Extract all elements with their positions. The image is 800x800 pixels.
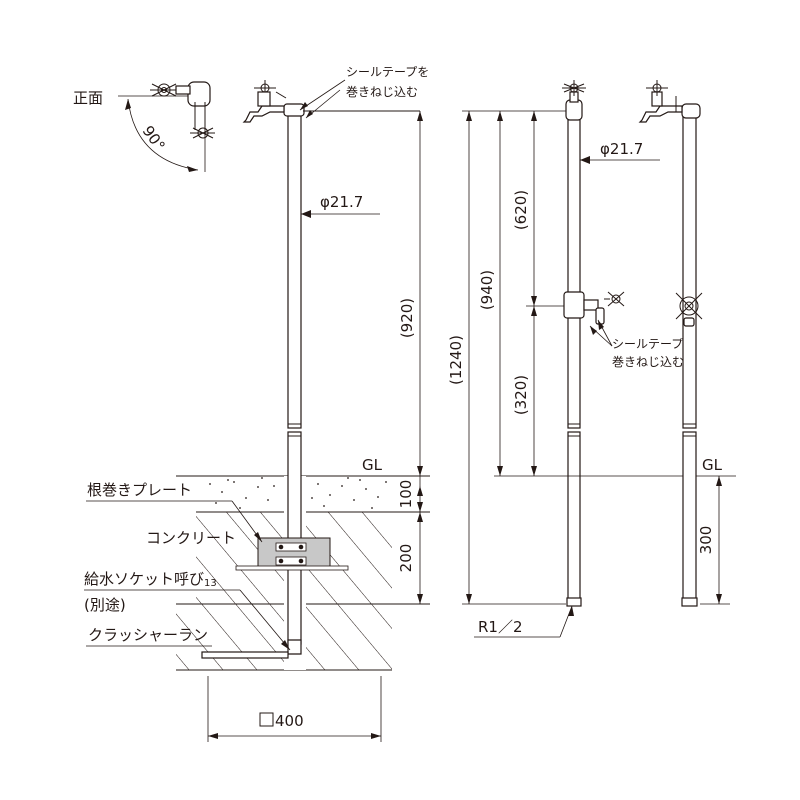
socket-label: 給水ソケット呼び13 <box>84 570 217 589</box>
dim-100: 100 <box>397 480 415 509</box>
faucet-icon <box>150 81 215 139</box>
dim-620: (620) <box>512 190 530 230</box>
left-elevation: シールテープを 巻きねじ込む φ21.7 (920) GL 100 200 根巻… <box>84 65 430 742</box>
right-elevation: GL 300 <box>638 80 730 607</box>
faucet-icon <box>638 80 701 123</box>
concrete-label: コンクリート <box>146 529 236 547</box>
angle-label: 90° <box>139 122 169 154</box>
pipe-diameter-left: φ21.7 <box>320 193 363 211</box>
plan-view: 90° 正面 <box>73 81 215 172</box>
gl-right: GL <box>702 456 723 474</box>
seal-tape-right-1: シールテープを <box>612 337 695 351</box>
faucet-icon <box>242 80 305 123</box>
root-plate-label: 根巻きプレート <box>87 481 192 499</box>
dim-920: (920) <box>398 298 416 338</box>
base-size: 400 <box>275 712 304 730</box>
dim-1240: (1240) <box>447 335 465 385</box>
socket-note: (別途) <box>84 596 126 614</box>
crusher-label: クラッシャーラン <box>88 626 208 644</box>
seal-tape-right-2: 巻きねじ込む <box>612 355 684 369</box>
faucet-icon <box>675 292 703 327</box>
seal-tape-label-2: 巻きねじ込む <box>346 85 418 99</box>
dim-300: 300 <box>697 526 715 555</box>
pipe-diameter-right: φ21.7 <box>600 140 643 158</box>
dim-320: (320) <box>512 375 530 415</box>
middle-elevation: φ21.7 シールテープを 巻きねじ込む (1240) (940) (620) … <box>447 80 736 638</box>
seal-tape-label-1: シールテープを <box>346 65 429 79</box>
thread-label: R1／2 <box>478 618 523 636</box>
faucet-icon <box>563 291 625 325</box>
gl-left: GL <box>362 456 383 474</box>
faucet-icon <box>562 80 586 121</box>
dim-200: 200 <box>397 544 415 573</box>
dim-940: (940) <box>478 270 496 310</box>
front-label: 正面 <box>73 89 103 107</box>
